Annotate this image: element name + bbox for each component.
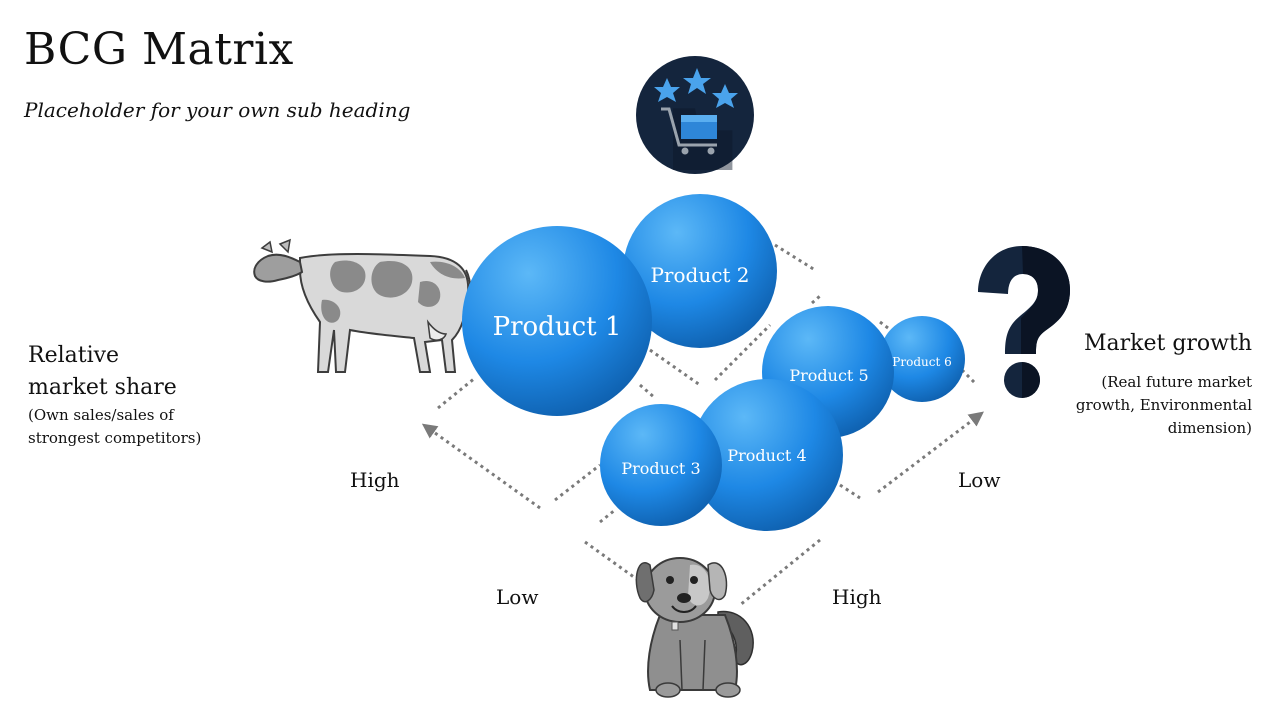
left-axis-high-label: High <box>350 468 400 492</box>
star-shopping-cart-icon <box>636 56 754 174</box>
page-title: BCG Matrix <box>24 24 294 75</box>
left-axis-arrow <box>421 423 541 510</box>
product-1-label: Product 1 <box>493 312 622 342</box>
product-1-bubble <box>462 226 652 416</box>
right-axis-note-line1: (Real future market <box>1101 373 1252 391</box>
right-axis-note-line2: growth, Environmental <box>1075 396 1252 414</box>
left-axis-note-line1: (Own sales/sales of <box>28 406 174 424</box>
product-3-label: Product 3 <box>621 459 700 478</box>
right-axis-low-label: Low <box>958 468 1001 492</box>
product-6-bubble <box>879 316 965 402</box>
left-axis-note-line2: strongest competitors) <box>28 429 202 447</box>
product-5-label: Product 5 <box>789 366 868 385</box>
dog-icon <box>635 557 754 698</box>
product-2-label: Product 2 <box>650 263 749 287</box>
bottom-high-label: High <box>832 585 882 609</box>
product-4-label: Product 4 <box>727 446 806 465</box>
page-subtitle: Placeholder for your own sub heading <box>24 98 411 122</box>
dotted-grid <box>437 243 977 607</box>
right-axis-note-line3: dimension) <box>1167 419 1252 437</box>
left-axis-title-line2: market share <box>28 375 177 400</box>
left-axis-title-line1: Relative <box>28 343 120 368</box>
bottom-low-label: Low <box>496 585 539 609</box>
product-4-bubble <box>691 379 843 531</box>
right-axis-title: Market growth <box>1083 331 1252 356</box>
axis-arrows <box>421 411 984 510</box>
question-mark-icon <box>978 246 1070 398</box>
product-3-bubble <box>600 404 722 526</box>
product-6-label: Product 6 <box>892 355 951 369</box>
cash-cow-icon <box>253 238 472 373</box>
product-2-bubble <box>623 194 777 348</box>
